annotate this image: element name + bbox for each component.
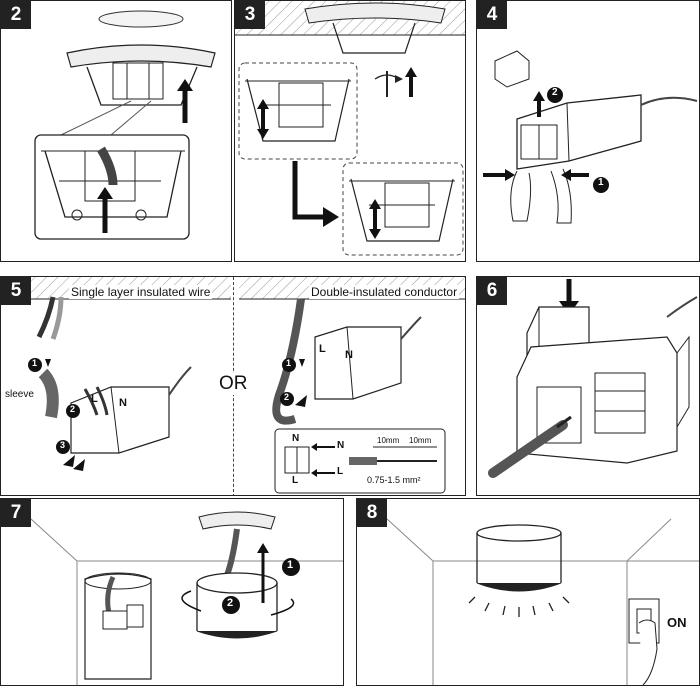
callout-1: 1 [598, 177, 604, 188]
panel-step-3: 3 [234, 0, 466, 262]
switch-on-label: ON [667, 615, 687, 630]
step-number: 3 [235, 1, 265, 29]
detail-n-arrow-label: N [337, 440, 345, 451]
step-number: 2 [1, 1, 31, 29]
step-6-illustration [488, 279, 698, 478]
caption-double-insulated: Double-insulated conductor [309, 285, 460, 299]
terminal-N-right: N [345, 349, 353, 361]
step-2-illustration [34, 10, 216, 240]
caption-single-layer-wire: Single layer insulated wire [69, 285, 213, 299]
callout-1-left: 1 [32, 358, 38, 368]
step-8-illustration [386, 518, 699, 685]
strip-length-2: 10mm [409, 436, 432, 445]
step-number: 7 [1, 499, 31, 527]
step-3-illustration [235, 1, 465, 256]
detail-n-label: N [292, 433, 300, 444]
step-4-illustration [483, 50, 698, 224]
panel-step-7: 7 1 2 [0, 498, 344, 686]
strip-length-1: 10mm [377, 436, 400, 445]
step-7-illustration [30, 511, 343, 685]
callout-2: 2 [552, 87, 558, 98]
callout-1-right: 1 [286, 358, 292, 368]
detail-l-arrow-label: L [337, 466, 344, 477]
callout-3-left: 3 [60, 440, 66, 450]
wire-gauge-label: 0.75-1.5 mm² [367, 475, 421, 485]
sleeve-label: sleeve [5, 389, 34, 400]
callout-2: 2 [227, 597, 234, 609]
step-number: 6 [477, 277, 507, 305]
panel-step-2: 2 [0, 0, 232, 262]
callout-1: 1 [287, 559, 294, 571]
or-label: OR [217, 373, 250, 395]
callout-2-right: 2 [284, 392, 290, 402]
terminal-N-left: N [119, 397, 127, 409]
panel-step-4: 4 2 1 [476, 0, 700, 262]
step-number: 5 [1, 277, 31, 305]
panel-step-6: 6 [476, 276, 700, 496]
terminal-L-right: L [319, 343, 326, 355]
step-5-illustration [28, 277, 465, 494]
step-number: 8 [357, 499, 387, 527]
detail-l-label: L [292, 475, 299, 486]
callout-2-left: 2 [70, 404, 76, 414]
terminal-L-left: L [91, 393, 98, 405]
step-number: 4 [477, 1, 507, 29]
panel-step-8: 8 ON [356, 498, 700, 686]
panel-step-5: 5 [0, 276, 466, 496]
